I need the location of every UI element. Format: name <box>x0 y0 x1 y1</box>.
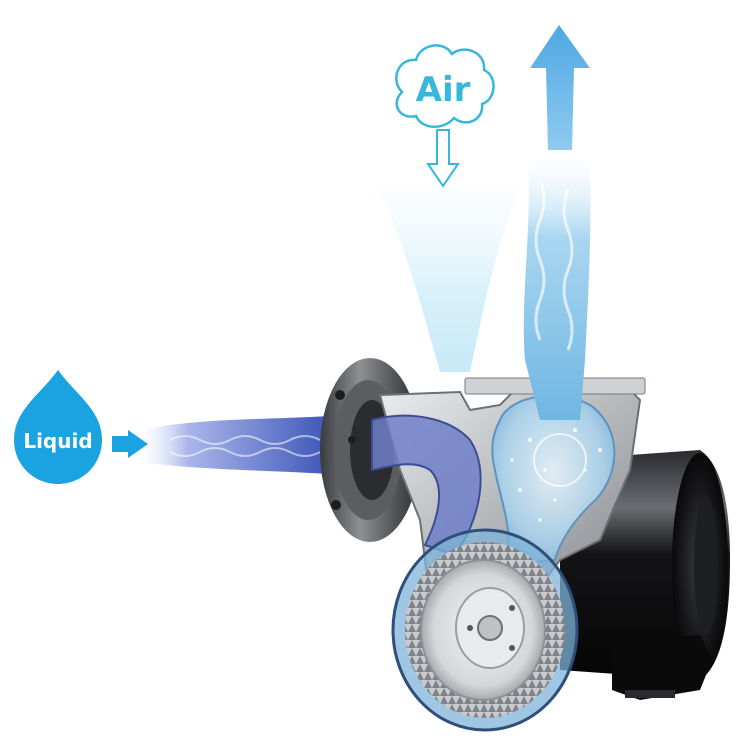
discharge-water-column <box>523 160 591 420</box>
down-arrow-icon <box>426 129 460 188</box>
air-label: Air <box>416 70 471 110</box>
liquid-inlet-stream <box>140 416 330 474</box>
up-arrow-icon <box>530 25 590 150</box>
impeller-housing <box>391 528 579 732</box>
droplet-icon: Liquid <box>14 370 102 484</box>
right-arrow-icon <box>112 430 148 458</box>
liquid-inlet-ripples <box>169 435 321 457</box>
cloud-icon: Air <box>395 44 495 128</box>
liquid-label: Liquid <box>23 429 92 453</box>
air-intake-mist <box>378 190 520 372</box>
motor-base <box>612 635 712 700</box>
impeller-hub <box>477 615 503 641</box>
